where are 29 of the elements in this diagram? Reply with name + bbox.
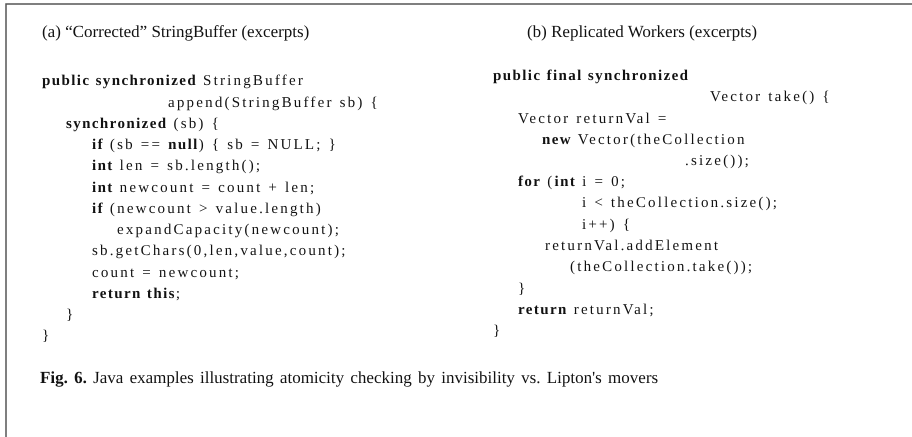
code-line: Vector returnVal =: [518, 112, 669, 127]
code-line: for (int i = 0;: [518, 175, 628, 190]
code-line: public synchronized StringBuffer: [42, 74, 306, 89]
panel-heading: (a) “Corrected” StringBuffer (excerpts): [42, 23, 310, 40]
code-line: synchronized (sb) {: [66, 117, 221, 132]
code-line: i++) {: [582, 218, 632, 233]
code-line: public final synchronized: [493, 69, 690, 84]
panel-heading: (b) Replicated Workers (excerpts): [527, 23, 758, 40]
code-line: int len = sb.length();: [92, 159, 262, 174]
code-line: int newcount = count + len;: [92, 181, 316, 196]
code-line: }: [493, 324, 502, 339]
code-line: returnVal.addElement: [545, 239, 720, 254]
code-line: }: [518, 282, 528, 297]
code-line: i < theCollection.size();: [582, 196, 780, 211]
code-line: if (sb == null) { sb = NULL; }: [92, 138, 338, 153]
code-line: }: [42, 329, 52, 344]
code-line: return this;: [92, 287, 182, 302]
figure-caption: Fig. 6. Java examples illustrating atomicity checking by invisibility vs. Lipton's movers: [40, 367, 660, 389]
code-line: Vector take() {: [710, 90, 832, 105]
code-line: .size());: [685, 154, 752, 169]
code-line: count = newcount;: [92, 266, 242, 281]
code-line: }: [66, 308, 76, 323]
code-line: sb.getChars(0,len,value,count);: [92, 244, 348, 259]
code-line: expandCapacity(newcount);: [117, 223, 342, 238]
code-line: new Vector(theCollection: [542, 133, 747, 148]
code-line: return returnVal;: [518, 303, 656, 318]
code-line: append(StringBuffer sb) {: [168, 96, 380, 111]
code-line: (theCollection.take());: [570, 260, 754, 275]
code-line: if (newcount > value.length): [92, 202, 323, 217]
